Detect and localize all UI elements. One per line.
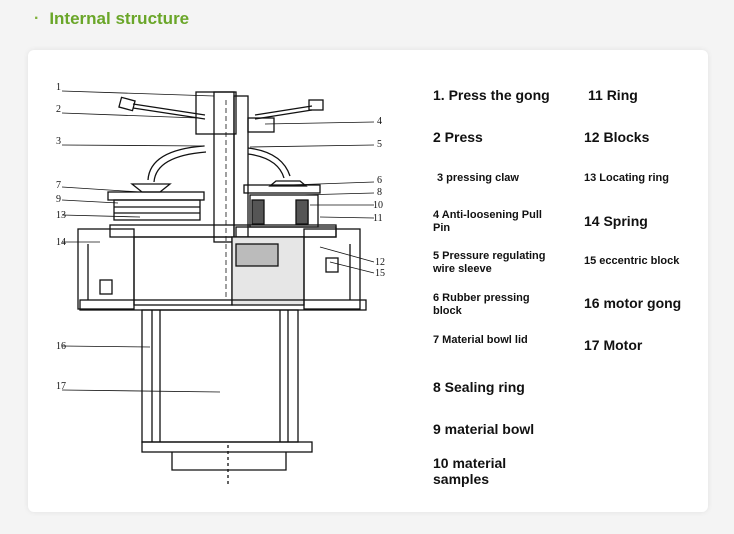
legend-item-11: 11 Ring <box>588 87 638 103</box>
legend-item-3: 3 pressing claw <box>437 172 519 184</box>
legend-item-4: 4 Anti-loosening Pull Pin <box>433 209 542 234</box>
callout-11: 11 <box>373 213 383 224</box>
legend-item-8: 8 Sealing ring <box>433 379 525 395</box>
legend-item-16: 16 motor gong <box>584 295 682 311</box>
legend-item-5: 5 Pressure regulating wire sleeve <box>433 250 546 275</box>
press-head <box>195 91 237 135</box>
legend-item-15: 15 eccentric block <box>584 255 680 267</box>
left-handle-knob <box>118 96 136 112</box>
anti-loosening-pin <box>247 117 275 133</box>
right-handle-knob <box>308 99 324 111</box>
callout-1: 1 <box>56 82 61 93</box>
motor-foot <box>171 452 287 471</box>
legend-item-10: 10 material samples <box>433 455 507 488</box>
pressing-claw-right <box>247 147 291 177</box>
leader-lines <box>61 90 375 393</box>
callout-5: 5 <box>377 139 382 150</box>
callout-14: 14 <box>56 237 66 248</box>
callout-8: 8 <box>377 187 382 198</box>
material-bowl-left <box>113 199 201 221</box>
callout-10: 10 <box>373 200 383 211</box>
callout-15: 15 <box>375 268 385 279</box>
callout-13: 13 <box>56 210 66 221</box>
legend-item-6: 6 Rubber pressing block <box>433 292 530 317</box>
housing-left <box>133 236 233 306</box>
callout-6: 6 <box>377 175 382 186</box>
pressing-claw-left <box>147 145 205 181</box>
rubber-block <box>243 184 321 194</box>
callout-12: 12 <box>375 257 385 268</box>
callout-7: 7 <box>56 180 61 191</box>
legend-item-7: 7 Material bowl lid <box>433 334 528 346</box>
legend-item-14: 14 Spring <box>584 213 648 229</box>
side-frame-right <box>303 228 361 310</box>
bowl-lid-left <box>130 183 172 193</box>
press-shaft <box>213 91 235 243</box>
callout-16: 16 <box>56 341 66 352</box>
callout-2: 2 <box>56 104 61 115</box>
callout-9: 9 <box>56 194 61 205</box>
legend-item-13: 13 Locating ring <box>584 172 669 184</box>
legend-item-9: 9 material bowl <box>433 421 535 437</box>
right-handle-bar <box>254 105 313 116</box>
spring-left <box>251 199 265 225</box>
callout-numbers: 1 2 3 4 5 6 7 8 9 10 11 12 13 14 15 16 1… <box>56 82 385 392</box>
side-frame-left <box>77 228 135 310</box>
legend-item-2: 2 Press <box>433 129 483 145</box>
motor-body <box>141 309 299 443</box>
legend-item-17: 17 Motor <box>584 337 643 353</box>
motor-gong <box>141 441 313 453</box>
legend-item-12: 12 Blocks <box>584 129 650 145</box>
spring-right <box>295 199 309 225</box>
legend-item-1: 1. Press the gong <box>433 87 550 103</box>
callout-4: 4 <box>377 116 382 127</box>
left-handle-bar <box>132 103 206 116</box>
callout-3: 3 <box>56 136 61 147</box>
callout-17: 17 <box>56 381 66 392</box>
section-header: · Internal structure <box>34 9 189 29</box>
section-title: Internal structure <box>49 9 190 28</box>
header-bullet: · <box>34 10 40 27</box>
structure-card <box>28 50 708 512</box>
